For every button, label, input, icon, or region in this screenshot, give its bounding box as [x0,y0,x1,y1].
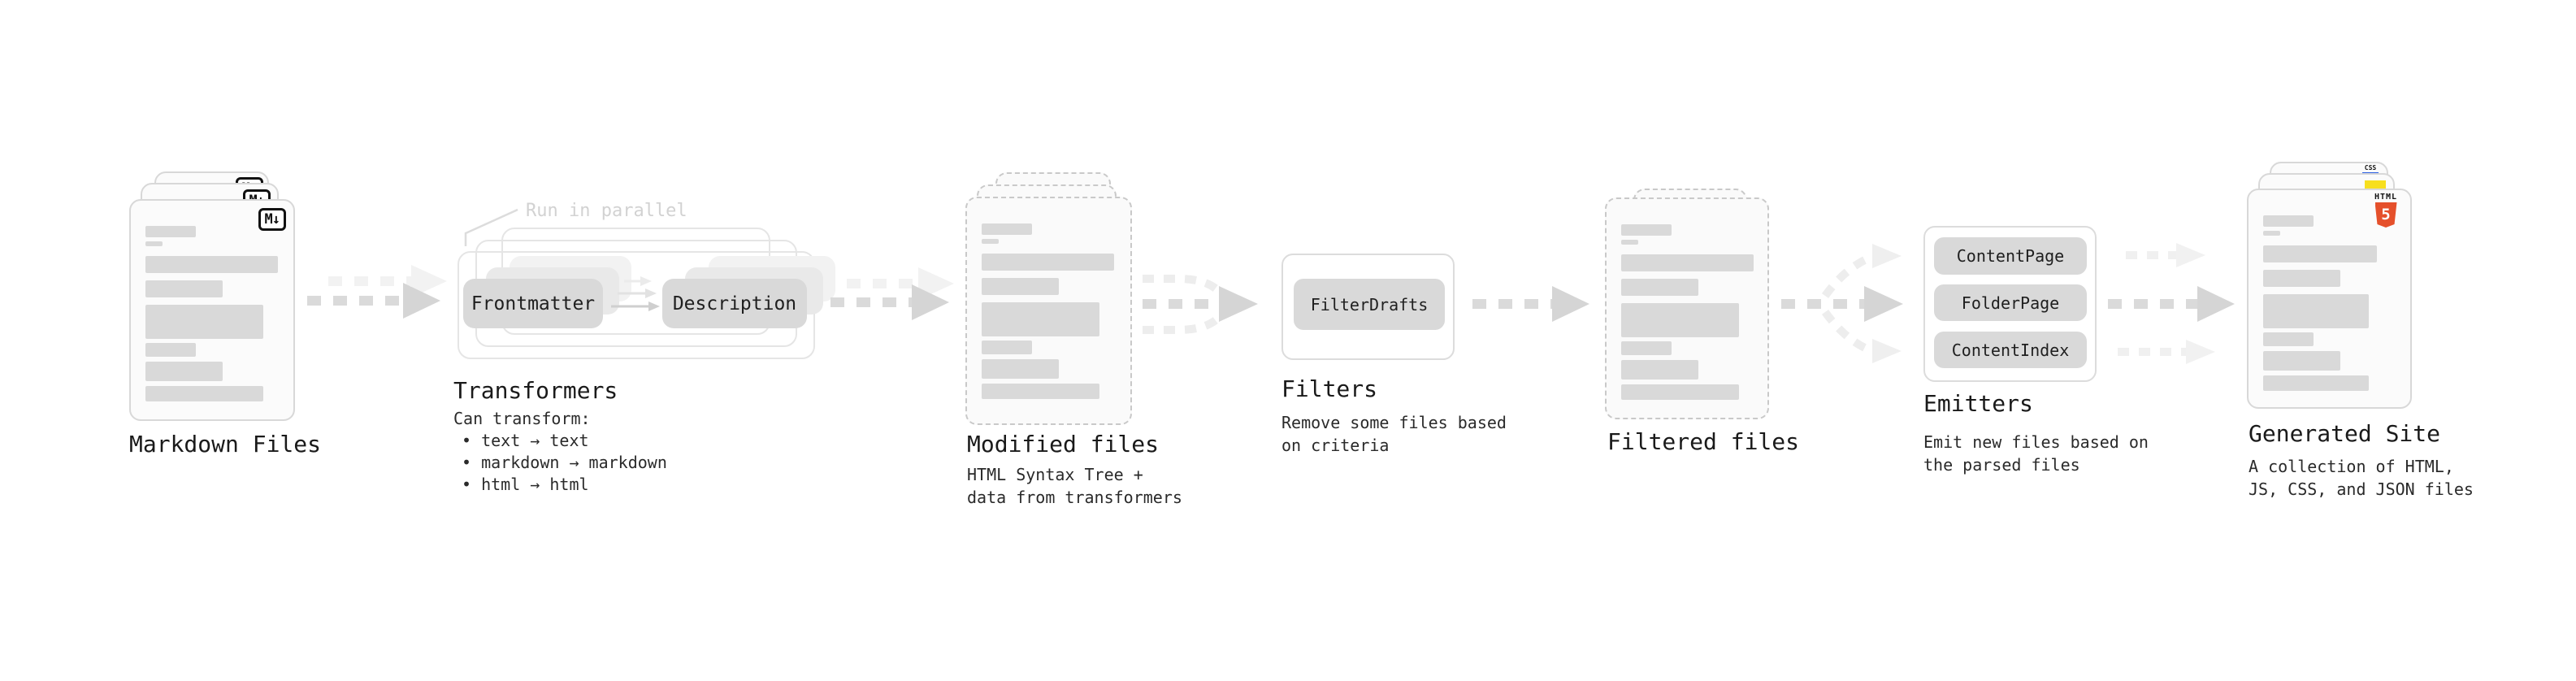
arrow-filters-to-filtered [1472,286,1589,322]
run-in-parallel-note: Run in parallel [526,201,687,221]
html5-shield: 5 [2374,202,2397,228]
desc-line: Can transform: [453,409,591,428]
skeleton-bar [1621,224,1672,236]
filters-container [1281,254,1455,360]
file-card-front: M↓ [129,199,295,421]
skeleton-bar [1621,384,1739,400]
desc-line: JS, CSS, and JSON files [2249,479,2474,499]
desc-line: HTML Syntax Tree + [967,465,1143,484]
skeleton-bar [1621,279,1698,296]
file-card-front: HTML 5 [2247,189,2412,409]
skeleton-bar [145,241,163,246]
skeleton-bar [982,359,1059,379]
skeleton-bar [1621,360,1698,380]
file-card-front [965,197,1132,425]
skeleton-bar [145,343,196,357]
emitters-container [1923,226,2097,382]
bullet-text: html → html [481,475,589,494]
skeleton-bar [982,340,1032,354]
skeleton-bar [2263,294,2369,328]
bullet-dot: • [462,475,472,494]
skeleton-bar [145,256,278,273]
skeleton-bar [2263,231,2280,236]
skeleton-bar [2263,215,2314,227]
section-label: Filtered files [1607,428,1800,455]
skeleton-bar [1621,341,1672,355]
desc-line: Emit new files based on [1923,432,2149,452]
bullet-item: • markdown → markdown [453,452,667,474]
desc-line: on criteria [1281,436,1390,455]
emitter-pill-folderpage: FolderPage [1934,284,2087,321]
filter-pill-filterdrafts: FilterDrafts [1294,279,1445,330]
arrow-filtered-to-emitters [1781,244,1903,363]
skeleton-bar [145,226,196,237]
skeleton-bar [2263,245,2377,262]
skeleton-bar [982,223,1032,235]
text-skeleton [145,226,279,401]
section-label: Generated Site [2249,420,2441,447]
desc-line: A collection of HTML, [2249,457,2454,476]
arrows-emitters-to-generated [2108,243,2235,364]
section-desc: A collection of HTML, JS, CSS, and JSON … [2249,455,2474,501]
bullet-text: markdown → markdown [481,453,667,472]
skeleton-bar [982,239,999,244]
skeleton-bar [1621,254,1754,271]
section-label: Modified files [967,431,1160,458]
bullet-text: text → text [481,431,589,450]
skeleton-bar [2263,270,2340,287]
skeleton-bar [982,254,1114,271]
skeleton-bar [982,302,1099,336]
skeleton-bar [145,305,263,339]
transformer-pill-frontmatter: Frontmatter [463,279,603,328]
arrow-markdown-to-transformers [307,265,447,319]
skeleton-bar [982,278,1059,295]
section-label: Markdown Files [129,431,322,458]
bullet-dot: • [462,453,472,472]
markdown-icon: M↓ [258,208,286,231]
arrow-modified-to-filters [1143,275,1258,334]
section-desc: HTML Syntax Tree + data from transformer… [967,463,1182,509]
skeleton-bar [145,280,223,297]
section-desc: Emit new files based on the parsed files [1923,431,2149,476]
text-skeleton [982,223,1116,399]
text-skeleton [1621,224,1754,400]
skeleton-bar [145,386,263,401]
desc-line: the parsed files [1923,455,2080,475]
section-label: Filters [1281,375,1378,402]
css-label: CSS [2364,164,2377,171]
skeleton-bar [145,362,223,381]
section-label: Transformers [453,377,618,404]
desc-line: Remove some files based [1281,413,1507,432]
skeleton-bar [2263,332,2314,346]
emitter-pill-contentpage: ContentPage [1934,237,2087,275]
arrow-transformers-to-modified [830,267,954,320]
bullet-dot: • [462,431,472,450]
html5-label: HTML [2374,193,2398,202]
section-desc: Remove some files based on criteria [1281,411,1507,457]
bullet-item: • html → html [453,474,667,496]
bullet-item: • text → text [453,430,667,452]
skeleton-bar [982,384,1099,399]
skeleton-bar [2263,375,2369,391]
html5-icon: HTML 5 [2368,193,2404,228]
file-card-front [1605,197,1769,419]
emitter-pill-contentindex: ContentIndex [1934,332,2087,368]
skeleton-bar [1621,303,1739,337]
transformer-pill-description: Description [662,279,807,328]
text-skeleton [2263,215,2396,391]
desc-line: data from transformers [967,488,1182,507]
skeleton-bar [2263,351,2340,371]
section-label: Emitters [1923,390,2033,417]
skeleton-bar [1621,240,1638,245]
transform-capabilities: Can transform: • text → text • markdown … [453,408,667,496]
